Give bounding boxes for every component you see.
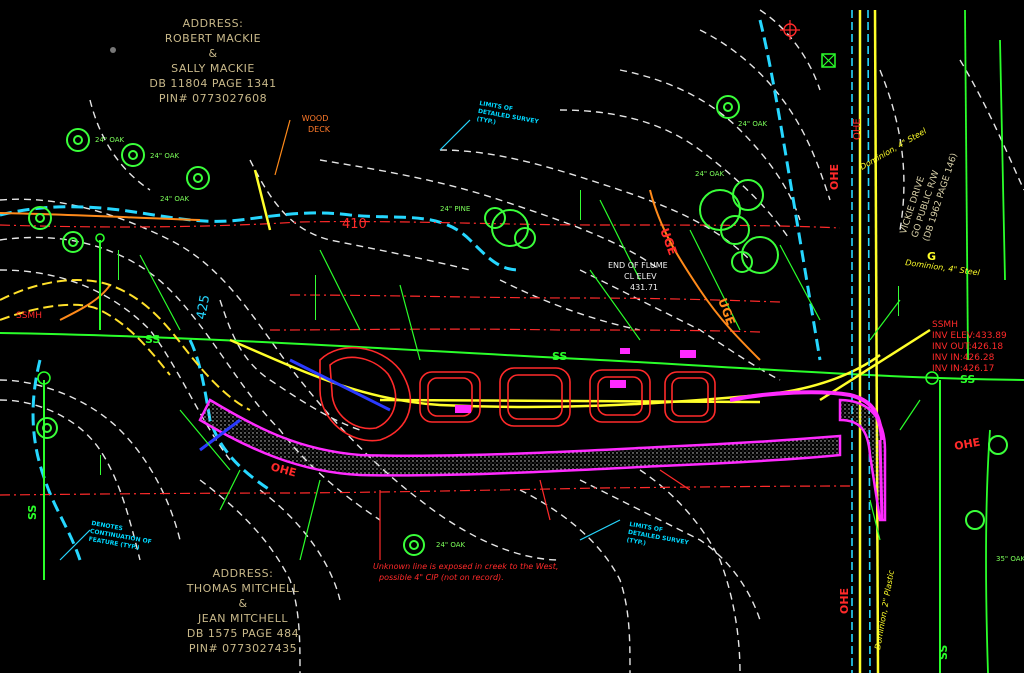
ssmh-east-1: SSMH xyxy=(932,320,958,330)
east-edges xyxy=(851,9,871,673)
tree-label-6: 24" OAK xyxy=(436,541,466,549)
south-owner-amp: & xyxy=(238,597,248,610)
gas-g-label: G xyxy=(927,250,936,263)
storm-cells xyxy=(319,346,716,442)
tree-label-1: 24" OAK xyxy=(95,136,125,144)
tree-clusters xyxy=(484,179,779,274)
east-green-lines xyxy=(964,9,1006,673)
callout-block-2 xyxy=(315,275,361,320)
contour-lines xyxy=(0,9,1024,673)
ss-label-1: SS xyxy=(145,333,160,346)
utility-pole-cross xyxy=(780,20,800,40)
proposed-driveway xyxy=(198,398,842,477)
contour-425-label: 425 xyxy=(194,294,213,321)
unknown-line-note-1: Unknown line is exposed in creek to the … xyxy=(373,562,559,571)
north-owner-name-2: SALLY MACKIE xyxy=(171,62,255,75)
tree-label-pine: 24" PINE xyxy=(440,205,471,213)
ssmh-east-4: INV IN:426.28 xyxy=(932,353,995,363)
gas-lines xyxy=(0,189,761,361)
survey-point-icon xyxy=(110,47,116,53)
wood-deck-label: WOOD DECK xyxy=(300,113,330,135)
north-owner-heading: ADDRESS: xyxy=(182,17,244,30)
north-owner-block: ADDRESS: ROBERT MACKIE & SALLY MACKIE DB… xyxy=(138,16,288,106)
callout-block-1 xyxy=(118,250,169,280)
ss-label-3: SS xyxy=(960,373,975,386)
north-owner-pin: PIN# 0773027608 xyxy=(158,92,268,105)
callout-block-4 xyxy=(898,286,933,316)
driveway-edges xyxy=(0,279,251,411)
property-lines xyxy=(0,220,851,496)
south-owner-name-1: THOMAS MITCHELL xyxy=(186,582,300,595)
south-owner-block: ADDRESS: THOMAS MITCHELL & JEAN MITCHELL… xyxy=(168,566,318,656)
manholes xyxy=(37,233,939,385)
ssmh-west-label: SSMH xyxy=(16,311,42,321)
end-of-flume-label: END OF FLUME CL ELEV 431.71 xyxy=(608,260,668,293)
ss-label-5: SS xyxy=(937,645,950,660)
end-flume-1: END OF FLUME xyxy=(608,261,668,270)
ss-label-4: SS xyxy=(26,505,39,520)
ohe-label-4: OHE xyxy=(838,588,851,614)
south-owner-pin: PIN# 0773027435 xyxy=(188,642,298,655)
proposed-curb-east xyxy=(878,439,884,521)
north-owner-deed: DB 11804 PAGE 1341 xyxy=(149,77,277,90)
unknown-line-note: Unknown line is exposed in creek to the … xyxy=(373,561,558,583)
ss-label-2: SS xyxy=(552,350,567,363)
proposed-curb xyxy=(729,390,884,441)
tree-label-35-oak: 35" OAK xyxy=(996,555,1024,563)
trees xyxy=(28,95,1008,556)
utility-box-x xyxy=(821,53,836,68)
wood-deck-2: DECK xyxy=(308,125,331,134)
callout-block-3 xyxy=(580,190,631,220)
tree-label-5: 24" OAK xyxy=(695,170,725,178)
north-owner-amp: & xyxy=(208,47,218,60)
blue-lines xyxy=(199,358,391,452)
south-owner-deed: DB 1575 PAGE 484 xyxy=(186,627,300,640)
south-owner-name-2: JEAN MITCHELL xyxy=(198,612,288,625)
south-owner-heading: ADDRESS: xyxy=(212,567,274,580)
tree-label-3: 24" OAK xyxy=(160,195,190,203)
ohe-label-1: OHE xyxy=(828,164,841,190)
callout-block-5 xyxy=(100,455,153,475)
proposed-driveway-return xyxy=(838,398,887,522)
unknown-line-note-2: possible 4" CIP (not on record). xyxy=(379,573,504,582)
leader-lines xyxy=(59,119,921,561)
ohe-label-2: OHE xyxy=(953,436,981,453)
ohe-label-5: OHE xyxy=(852,118,863,140)
ssmh-east-5: INV IN:426.17 xyxy=(932,364,995,374)
wood-deck-1: WOOD xyxy=(301,114,329,123)
utility-box-icon xyxy=(821,53,836,68)
contour-410-label: 410 xyxy=(342,217,367,232)
tree-label-2: 24" OAK xyxy=(150,152,180,160)
magenta-markers xyxy=(455,348,696,413)
north-owner-name-1: ROBERT MACKIE xyxy=(164,32,262,45)
ssmh-east-2: INV ELEV:433.89 xyxy=(932,331,1007,341)
end-flume-3: 431.71 xyxy=(630,283,658,292)
ssmh-east-label: SSMH INV ELEV:433.89 INV OUT:426.18 INV … xyxy=(932,320,1007,375)
tree-label-4: 24" OAK xyxy=(738,120,768,128)
ssmh-east-3: INV OUT:426.18 xyxy=(932,342,1004,352)
end-flume-2: CL ELEV xyxy=(624,272,657,281)
